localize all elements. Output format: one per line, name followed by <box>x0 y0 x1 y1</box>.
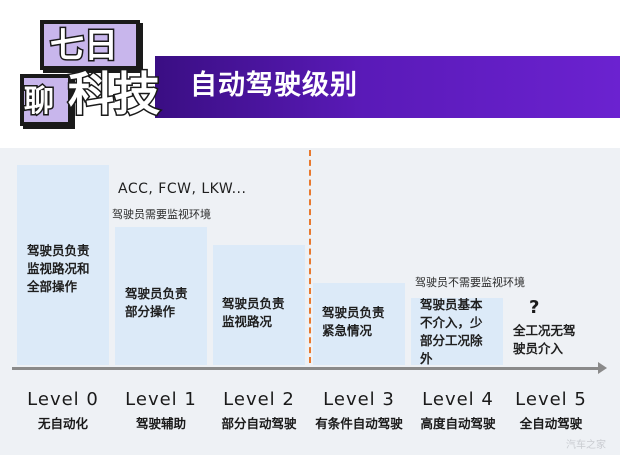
level-1-name: Level 1 <box>125 389 197 410</box>
bar-level-5-text: 全工况无驾 驶员介入 <box>513 323 576 356</box>
level-3-desc: 有条件自动驾驶 <box>315 416 403 431</box>
title-band <box>155 56 620 118</box>
level-0-name: Level 0 <box>27 389 99 410</box>
logo-box-top <box>40 20 140 70</box>
level-2-name: Level 2 <box>223 389 295 410</box>
bar-level-1-text: 驾驶员负责 部分操作 <box>125 286 188 319</box>
level-4-label: Level 4 高度自动驾驶 <box>403 389 513 432</box>
level-5-label: Level 5 全自动驾驶 <box>496 389 606 432</box>
level-0-desc: 无自动化 <box>37 416 88 431</box>
watermark: 汽车之家 <box>566 440 606 451</box>
logo-text-main: 科技 <box>67 66 162 123</box>
level-1-label: Level 1 驾驶辅助 <box>106 389 216 432</box>
logo-text-top: 七日 <box>49 25 120 68</box>
level-5-name: Level 5 <box>515 389 587 410</box>
level-2-desc: 部分自动驾驶 <box>221 416 297 431</box>
level-5-desc: 全自动驾驶 <box>519 416 583 431</box>
bar-level-1 <box>115 227 207 365</box>
logo-text-left: 聊 <box>23 83 56 121</box>
bar-level-4 <box>411 298 503 365</box>
level-1-desc: 驾驶辅助 <box>135 416 186 431</box>
monitoring-divider <box>309 150 311 363</box>
logo: 七日 聊 科技 <box>12 6 192 136</box>
adas-features-note: ACC, FCW, LKW... <box>118 181 247 197</box>
level-3-label: Level 3 有条件自动驾驶 <box>304 389 414 432</box>
header: 自动驾驶级别 七日 聊 科技 <box>0 0 620 140</box>
bar-level-0-text: 驾驶员负责 监视路况和 全部操作 <box>27 243 90 294</box>
level-4-name: Level 4 <box>422 389 494 410</box>
level-4-desc: 高度自动驾驶 <box>420 416 496 431</box>
bar-level-2-text: 驾驶员负责 监视路况 <box>222 296 285 329</box>
bar-level-4-text: 驾驶员基本 不介入，少 部分工况除 外 <box>420 297 483 366</box>
page-title: 自动驾驶级别 <box>190 70 358 101</box>
level-2-label: Level 2 部分自动驾驶 <box>204 389 314 432</box>
axis-arrow-icon <box>598 362 607 374</box>
bar-level-2 <box>213 245 305 365</box>
bar-level-0 <box>17 165 109 365</box>
bar-level-3 <box>313 283 405 365</box>
no-monitor-note: 驾驶员不需要监视环境 <box>415 276 525 289</box>
level-axis <box>12 367 602 370</box>
unknown-question-mark: ? <box>529 297 540 318</box>
bar-level-3-text: 驾驶员负责 紧急情况 <box>322 305 385 338</box>
driver-monitor-note: 驾驶员需要监视环境 <box>112 208 211 221</box>
level-3-name: Level 3 <box>323 389 395 410</box>
logo-box-left <box>20 74 72 126</box>
level-0-label: Level 0 无自动化 <box>8 389 118 432</box>
